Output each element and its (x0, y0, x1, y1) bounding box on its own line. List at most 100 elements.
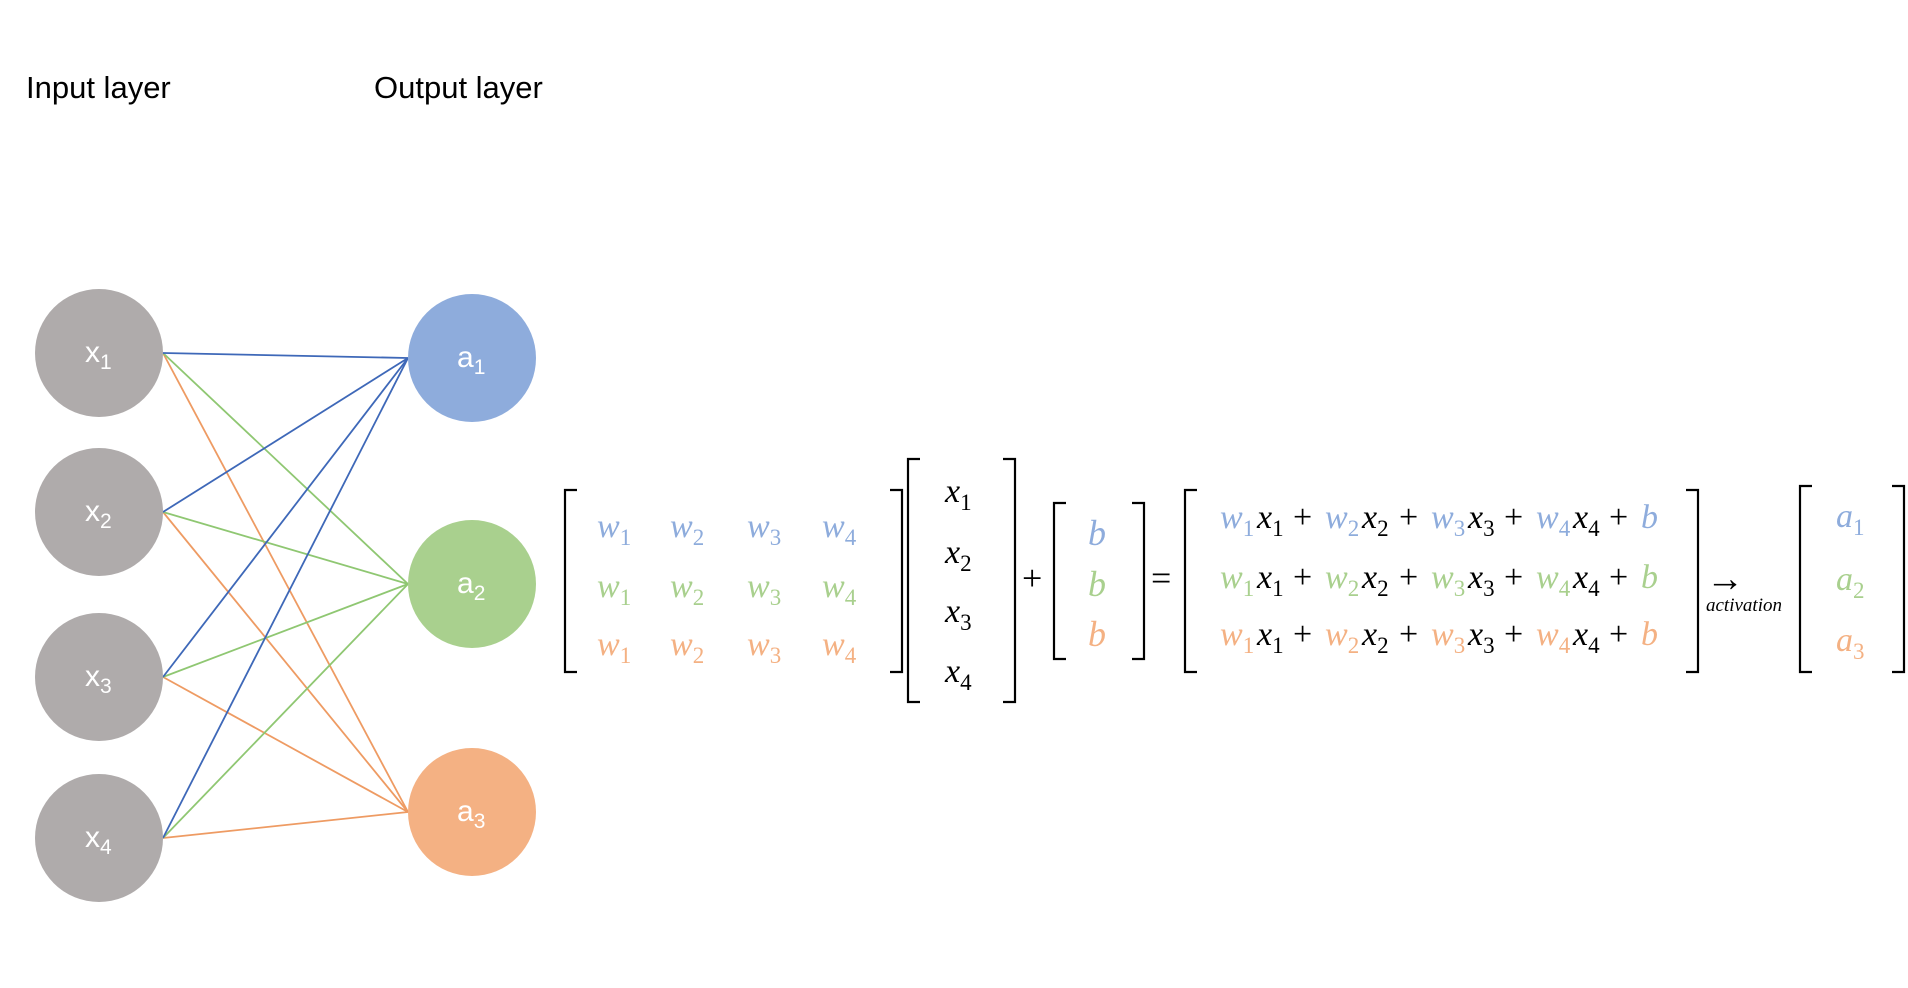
input-vector-x1: x1 (944, 473, 972, 515)
weight-w2-row2: w2 (670, 568, 704, 610)
output-vector-a2: a2 (1836, 561, 1865, 603)
connection-lines (162, 352, 409, 839)
edge-x2-a3 (162, 511, 409, 813)
result-plus-1-row1: + (1293, 499, 1312, 536)
weight-w2-row3: w2 (670, 626, 704, 668)
input-vector-x3: x3 (944, 593, 972, 635)
result-w1-row1: w1 (1220, 499, 1254, 541)
edge-x1-a3 (162, 352, 409, 813)
result-plus-3-row1: + (1504, 499, 1523, 536)
weight-w4-row1: w4 (822, 508, 857, 550)
bias-vector-right-bracket (1132, 501, 1146, 661)
input-node-x1 (35, 289, 163, 417)
edge-x3-a2 (162, 583, 409, 678)
weight-w4-row2: w4 (822, 568, 857, 610)
result-x2-row1: x2 (1361, 499, 1389, 541)
edge-x1-a2 (162, 352, 409, 585)
bias-b-row3: b (1088, 614, 1106, 654)
input-node-x3 (35, 613, 163, 741)
result-plus-4-row3: + (1609, 616, 1628, 653)
edge-x4-a2 (162, 583, 409, 839)
weight-w2-row1: w2 (670, 508, 704, 550)
result-plus-2-row1: + (1399, 499, 1418, 536)
result-x4-row1: x4 (1572, 499, 1600, 541)
plus-sign: + (1022, 558, 1042, 598)
weight-w1-row3: w1 (597, 626, 631, 668)
output-node-a1 (408, 294, 536, 422)
weight-w3-row2: w3 (747, 568, 781, 610)
result-matrix-left-bracket (1183, 488, 1197, 674)
input-vector-left-bracket (906, 457, 920, 704)
edge-x1-a1 (162, 352, 409, 359)
edge-x3-a3 (162, 676, 409, 813)
weight-w3-row3: w3 (747, 626, 781, 668)
result-w1-row3: w1 (1220, 616, 1254, 658)
equals-sign: = (1151, 558, 1171, 598)
result-w2-row3: w2 (1325, 616, 1359, 658)
result-w3-row3: w3 (1431, 616, 1465, 658)
result-w4-row1: w4 (1536, 499, 1571, 541)
edge-x4-a3 (162, 811, 409, 839)
input-node-label-x1: x1 (85, 336, 112, 374)
output-node-label-a3: a3 (457, 795, 485, 833)
result-w2-row1: w2 (1325, 499, 1359, 541)
output-node-a3 (408, 748, 536, 876)
weight-matrix-right-bracket (890, 488, 904, 674)
result-x4-row3: x4 (1572, 616, 1600, 658)
result-plus-2-row3: + (1399, 616, 1418, 653)
result-b-row3: b (1641, 616, 1658, 653)
bias-b-row2: b (1088, 564, 1106, 604)
weight-matrix-left-bracket (563, 488, 577, 674)
result-plus-1-row2: + (1293, 559, 1312, 596)
output-vector-a3: a3 (1836, 622, 1865, 664)
input-vector-x4: x4 (944, 653, 972, 695)
result-plus-3-row3: + (1504, 616, 1523, 653)
output-vector-a1: a1 (1836, 498, 1865, 540)
result-x2-row2: x2 (1361, 559, 1389, 601)
result-x4-row2: x4 (1572, 559, 1600, 601)
result-plus-4-row2: + (1609, 559, 1628, 596)
result-x2-row3: x2 (1361, 616, 1389, 658)
edge-x4-a1 (162, 357, 409, 839)
bias-vector-left-bracket (1052, 501, 1066, 661)
input-node-label-x4: x4 (85, 821, 112, 859)
result-w2-row2: w2 (1325, 559, 1359, 601)
weight-w1-row2: w1 (597, 568, 631, 610)
edge-x2-a2 (162, 511, 409, 585)
output-node-label-a1: a1 (457, 341, 485, 379)
weight-w1-row1: w1 (597, 508, 631, 550)
output-vector-left-bracket (1798, 484, 1812, 674)
result-b-row1: b (1641, 499, 1658, 536)
result-x1-row1: x1 (1256, 499, 1284, 541)
result-x1-row3: x1 (1256, 616, 1284, 658)
result-matrix-right-bracket (1686, 488, 1700, 674)
edge-x3-a1 (162, 357, 409, 678)
bias-b-row1: b (1088, 513, 1106, 553)
result-w4-row2: w4 (1536, 559, 1571, 601)
output-vector-right-bracket (1892, 484, 1906, 674)
result-x3-row3: x3 (1467, 616, 1495, 658)
output-layer-heading: Output layer (374, 70, 543, 105)
output-node-label-a2: a2 (457, 567, 485, 605)
input-vector-right-bracket (1003, 457, 1017, 704)
result-b-row2: b (1641, 559, 1658, 596)
input-node-x2 (35, 448, 163, 576)
result-w1-row2: w1 (1220, 559, 1254, 601)
result-w4-row3: w4 (1536, 616, 1571, 658)
result-plus-2-row2: + (1399, 559, 1418, 596)
activation-arrow: → (1706, 558, 1744, 600)
result-plus-1-row3: + (1293, 616, 1312, 653)
input-layer-heading: Input layer (26, 70, 171, 105)
input-node-label-x3: x3 (85, 660, 112, 698)
result-x1-row2: x1 (1256, 559, 1284, 601)
activation-label: activation (1706, 595, 1782, 616)
result-x3-row2: x3 (1467, 559, 1495, 601)
weight-w4-row3: w4 (822, 626, 857, 668)
result-plus-3-row2: + (1504, 559, 1523, 596)
result-w3-row2: w3 (1431, 559, 1465, 601)
input-node-x4 (35, 774, 163, 902)
edge-x2-a1 (162, 357, 409, 513)
